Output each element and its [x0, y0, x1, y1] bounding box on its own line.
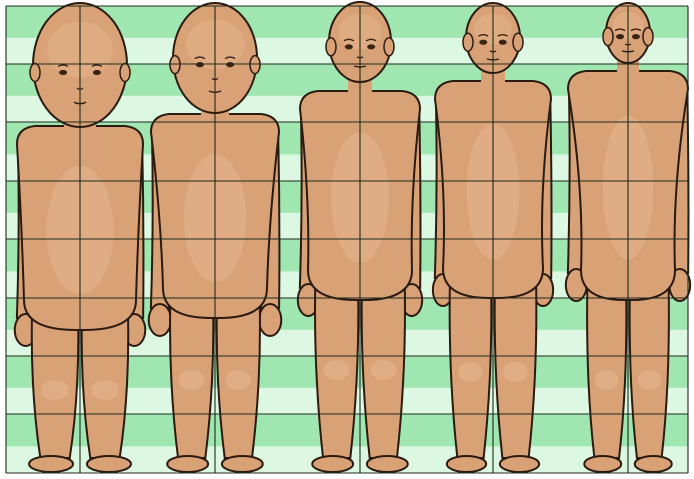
right-eye: [499, 40, 507, 45]
right-eye: [93, 70, 101, 75]
right-eye: [632, 34, 640, 39]
right-hand: [259, 304, 281, 336]
left-eye: [196, 62, 204, 67]
right-knee-shade: [226, 370, 252, 390]
right-ear: [643, 28, 653, 46]
right-knee-shade: [91, 380, 119, 400]
left-hand: [149, 304, 171, 336]
left-foot: [447, 456, 486, 472]
right-foot: [367, 456, 408, 472]
left-ear: [463, 33, 473, 51]
right-eye: [367, 44, 375, 49]
left-foot: [167, 456, 208, 472]
right-eye: [226, 62, 234, 67]
left-eye: [616, 34, 624, 39]
right-ear: [513, 33, 523, 51]
right-knee-shade: [371, 360, 397, 380]
left-ear: [603, 28, 613, 46]
figure-group: [15, 2, 690, 472]
left-ear: [326, 38, 336, 56]
left-knee-shade: [324, 360, 350, 380]
right-ear: [384, 38, 394, 56]
right-foot: [635, 456, 672, 472]
right-knee-shade: [638, 370, 661, 390]
right-foot: [500, 456, 539, 472]
left-ear: [30, 63, 40, 81]
left-knee-shade: [179, 370, 205, 390]
left-foot: [584, 456, 621, 472]
left-foot: [29, 456, 73, 472]
left-eye: [59, 70, 67, 75]
right-ear: [120, 63, 130, 81]
left-eye: [479, 40, 487, 45]
right-ear: [250, 56, 260, 74]
left-knee-shade: [595, 370, 618, 390]
left-knee-shade: [458, 362, 483, 382]
right-knee-shade: [503, 362, 528, 382]
left-eye: [345, 44, 353, 49]
right-foot: [87, 456, 131, 472]
right-leg: [630, 280, 669, 458]
left-ear: [170, 56, 180, 74]
left-knee-shade: [41, 380, 69, 400]
left-leg: [587, 280, 626, 458]
left-foot: [312, 456, 353, 472]
right-foot: [222, 456, 263, 472]
